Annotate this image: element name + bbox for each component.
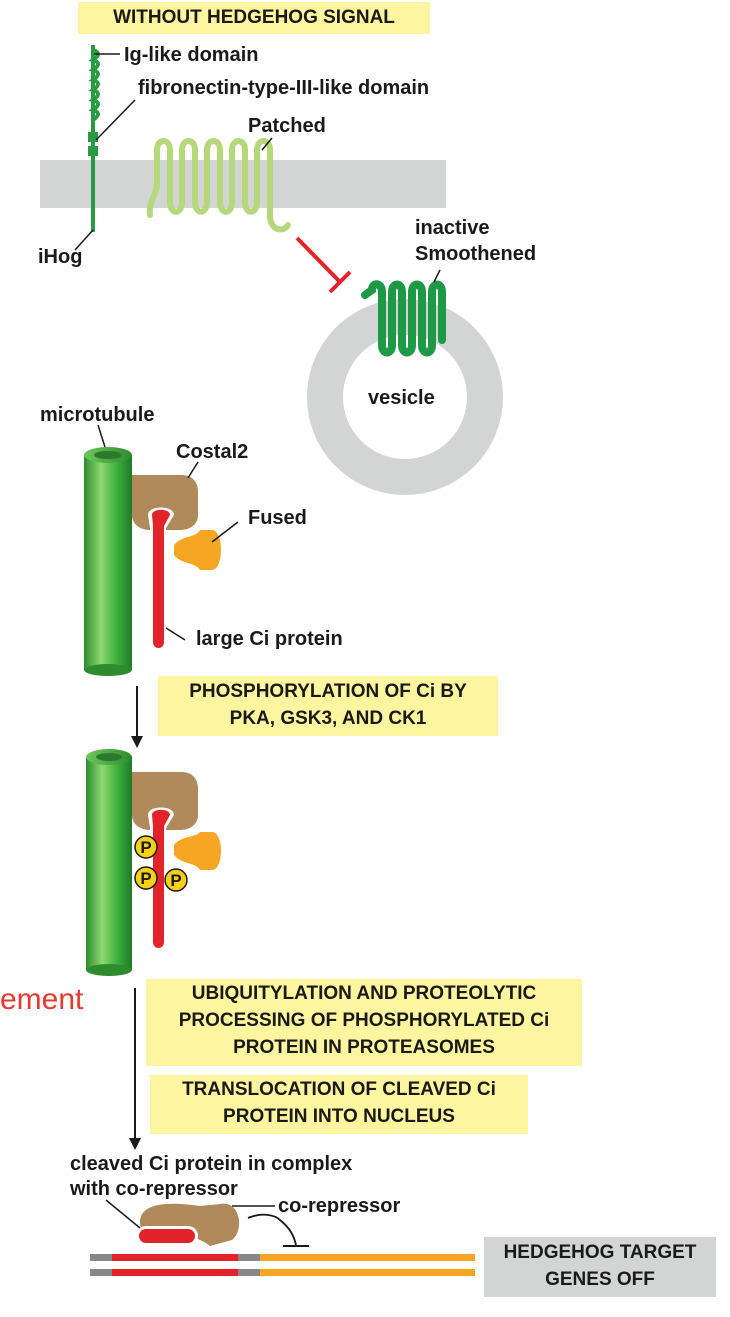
label-vesicle: vesicle [368,387,435,409]
step-ubiquitylation-line2: PROCESSING OF PHOSPHORYLATED Ci [178,1010,550,1031]
phosphate-group: P [134,866,158,890]
label-ig-like-domain: Ig-like domain [124,44,259,66]
label-fused: Fused [248,507,307,529]
step-translocation-line2: PROTEIN INTO NUCLEUS [223,1106,455,1127]
step-phosphorylation-line1: PHOSPHORYLATION OF Ci BY [189,681,467,702]
label-cleaved-ci-line2: with co-repressor [70,1178,238,1200]
microtubule-lower [86,749,132,976]
label-inactive: inactive [415,217,490,239]
label-microtubule: microtubule [40,404,155,426]
costal2-complex-upper [132,461,239,653]
label-ihog: iHog [38,246,83,268]
step-translocation-box: TRANSLOCATION OF CLEAVED Ci PROTEIN INTO… [150,1075,528,1134]
target-genes-line1: HEDGEHOG TARGET [503,1242,697,1263]
inhibition-arrow [295,236,352,294]
label-patched: Patched [248,115,326,137]
target-genes-line2: GENES OFF [545,1269,655,1290]
step-phosphorylation-box: PHOSPHORYLATION OF Ci BY PKA, GSK3, AND … [158,676,498,736]
clipped-red-text: ement [0,983,84,1016]
step-ubiquitylation-line3: PROTEIN IN PROTEASOMES [233,1037,495,1058]
phosphate-group: P [134,835,158,859]
step-ubiquitylation-box: UBIQUITYLATION AND PROTEOLYTIC PROCESSIN… [146,979,582,1066]
cleaved-ci-complex [105,1199,309,1247]
target-genes-box: HEDGEHOG TARGET GENES OFF [484,1237,716,1297]
arrow-step2 [129,988,141,1150]
target-gene-dna [90,1254,475,1276]
phosphate-label: P [140,838,151,857]
costal2-complex-lower [132,772,221,953]
patched-protein [146,137,291,233]
label-smoothened: Smoothened [415,243,537,265]
label-costal2: Costal2 [176,441,249,463]
smoothened-protein [361,269,446,357]
label-fibronectin-domain: fibronectin-type-III-like domain [138,77,430,99]
step-ubiquitylation-line1: UBIQUITYLATION AND PROTEOLYTIC [191,983,537,1004]
phosphate-label: P [140,869,151,888]
phosphate-group: P [164,868,188,892]
step-translocation-line1: TRANSLOCATION OF CLEAVED Ci [182,1079,496,1100]
label-co-repressor: co-repressor [278,1195,401,1217]
label-large-ci-protein: large Ci protein [196,628,343,650]
title-box: WITHOUT HEDGEHOG SIGNAL [78,2,430,34]
label-cleaved-ci-line1: cleaved Ci protein in complex [70,1153,353,1175]
ihog-receptor [74,45,136,251]
microtubule-upper [84,424,132,676]
step-phosphorylation-line2: PKA, GSK3, AND CK1 [229,708,427,729]
arrow-step1 [131,686,143,748]
phosphate-label: P [170,871,181,890]
